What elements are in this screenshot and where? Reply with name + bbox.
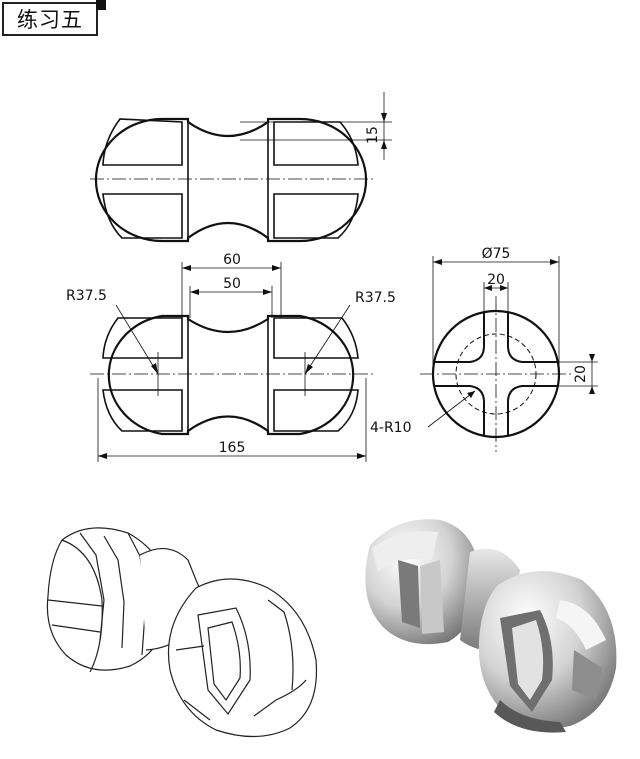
- dim-r37-right: R37.5: [355, 290, 396, 306]
- top-right-lower-slot: [273, 193, 359, 239]
- front-view: [90, 262, 375, 462]
- top-view-outline: [94, 117, 368, 243]
- front-right-lower-slot: [273, 389, 359, 432]
- dim-20-top: 20: [487, 272, 505, 288]
- dim-4-r10: 4-R10: [370, 420, 412, 436]
- dim-165: 165: [219, 440, 246, 456]
- dim-60: 60: [223, 252, 241, 268]
- isometric-line-drawing: [46, 527, 318, 738]
- front-view-outline: [107, 314, 355, 436]
- side-cross: [434, 312, 558, 436]
- exercise-title: 练习五: [2, 2, 98, 36]
- front-left-upper-slot: [102, 317, 183, 359]
- shaded-3d-render: [365, 519, 617, 733]
- side-view: [420, 256, 598, 452]
- title-corner-mark: [96, 0, 106, 10]
- top-left-lower-slot: [102, 193, 183, 239]
- top-left-upper-slot: [102, 118, 183, 166]
- front-right-upper-slot: [273, 317, 359, 359]
- top-right-upper-slot: [273, 121, 359, 166]
- dim-50: 50: [223, 276, 241, 292]
- dim-phi75: Ø75: [482, 246, 511, 262]
- dim-r37-left: R37.5: [66, 288, 107, 304]
- front-left-lower-slot: [102, 389, 183, 432]
- dim-15: 15: [365, 126, 381, 144]
- top-view: [90, 92, 392, 243]
- dim-20-side: 20: [573, 365, 589, 383]
